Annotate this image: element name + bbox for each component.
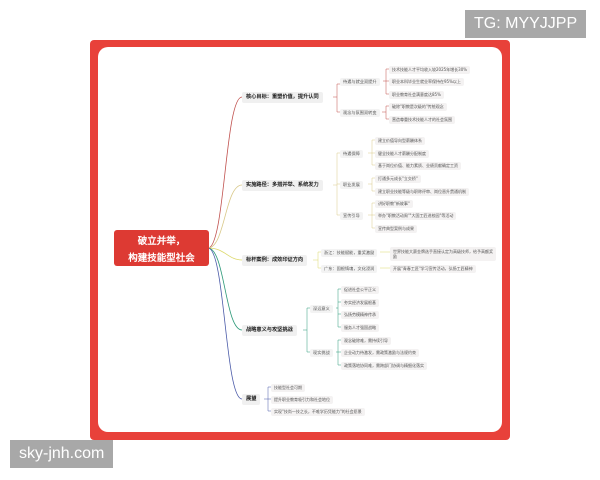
leaf-node[interactable]: 建立价值导向型薪酬体系 xyxy=(375,137,425,145)
subnode-career-development[interactable]: 职业发展 xyxy=(340,181,363,190)
leaf-node[interactable]: 弘扬劳模精神传承 xyxy=(341,311,379,319)
leaf-node[interactable]: 破除"职教是次级的"传统观念 xyxy=(389,103,447,111)
leaf-node[interactable]: 观念破除难，需持续引导 xyxy=(341,337,391,345)
leaf-node[interactable]: 健全技能人才薪酬分配制度 xyxy=(375,150,429,158)
branch-implementation-path[interactable]: 实施路径：多措并举、系统发力 xyxy=(242,180,323,192)
leaf-node[interactable]: 宣传典型案例与成果 xyxy=(375,225,417,233)
subnode-real-challenges[interactable]: 现实挑战 xyxy=(310,349,333,358)
root-node[interactable]: 破立并举， 构建技能型社会 xyxy=(114,230,209,266)
leaf-node[interactable]: 营造尊重技术技能人才的社会氛围 xyxy=(389,116,455,124)
branch-benchmark-cases[interactable]: 标杆案例：成效印证方向 xyxy=(242,255,308,267)
leaf-node[interactable]: 服务人才强国战略 xyxy=(341,324,379,332)
subnode-mindset-atmosphere[interactable]: 观念与氛围双转变 xyxy=(340,109,380,118)
leaf-node[interactable]: 举办"职教活动周""大国工匠进校园"等活动 xyxy=(375,212,457,220)
subnode-guangdong[interactable]: 广东：固根铸魂，文化浸润 xyxy=(321,265,378,274)
leaf-node[interactable]: 建立职业技能等级与职称评审、岗位晋升贯通机制 xyxy=(375,188,469,196)
subnode-publicity[interactable]: 宣传引导 xyxy=(340,212,363,221)
branch-strategic-significance[interactable]: 战略意义与攻坚挑战 xyxy=(242,325,297,337)
leaf-node[interactable]: 世界技能大赛金牌选手直接认定为高级技师，给予高额奖励 xyxy=(390,247,496,262)
leaf-node[interactable]: 政策落地协同难，需跨部门协调与精细化落实 xyxy=(341,362,427,370)
subnode-far-reaching-significance[interactable]: 深远意义 xyxy=(310,305,333,314)
subnode-zhejiang[interactable]: 浙江：技能赋能，重奖激励 xyxy=(321,249,378,258)
leaf-node[interactable]: 打通多元成长"立交桥" xyxy=(375,175,421,183)
watermark-top-right: TG: MYYJJPP xyxy=(465,10,587,38)
leaf-node[interactable]: 职业本科毕业生就业率保持在95%以上 xyxy=(389,78,464,86)
leaf-node[interactable]: 提升职业教育吸引力和社会地位 xyxy=(271,396,333,404)
leaf-node[interactable]: 夯实经济发展根基 xyxy=(341,299,379,307)
root-title-line2: 构建技能型社会 xyxy=(128,252,195,264)
watermark-bottom-left: sky-jnh.com xyxy=(10,440,114,468)
branch-outlook[interactable]: 展望 xyxy=(242,394,261,406)
leaf-node[interactable]: 技术技能人才平均收入较2025年增长30% xyxy=(389,66,471,74)
leaf-node[interactable]: 实现"技尚一技之长，不唯学历凭能力"的社会愿景 xyxy=(271,408,365,416)
subnode-pay-employment[interactable]: 待遇与就业双提升 xyxy=(340,78,380,87)
branch-core-goals[interactable]: 核心目标：重塑价值，提升认同 xyxy=(242,92,323,104)
root-title-line1: 破立并举， xyxy=(137,235,186,247)
leaf-node[interactable]: 开展"青春工匠"学习宣传活动，弘扬工匠精神 xyxy=(390,265,476,273)
leaf-node[interactable]: 讲好职教"新故事" xyxy=(375,200,413,208)
subnode-pay-guarantee[interactable]: 待遇保障 xyxy=(340,150,363,159)
leaf-node[interactable]: 基于岗位价值、能力素质、业绩贡献确定工资 xyxy=(375,162,461,170)
leaf-node[interactable]: 职业教育社会满意度达85% xyxy=(389,91,444,99)
leaf-node[interactable]: 技能型社会可期 xyxy=(271,384,305,392)
leaf-node[interactable]: 促进社会公平正义 xyxy=(341,286,379,294)
leaf-node[interactable]: 企业动力待激发，需政策激励与法规约束 xyxy=(341,349,419,357)
